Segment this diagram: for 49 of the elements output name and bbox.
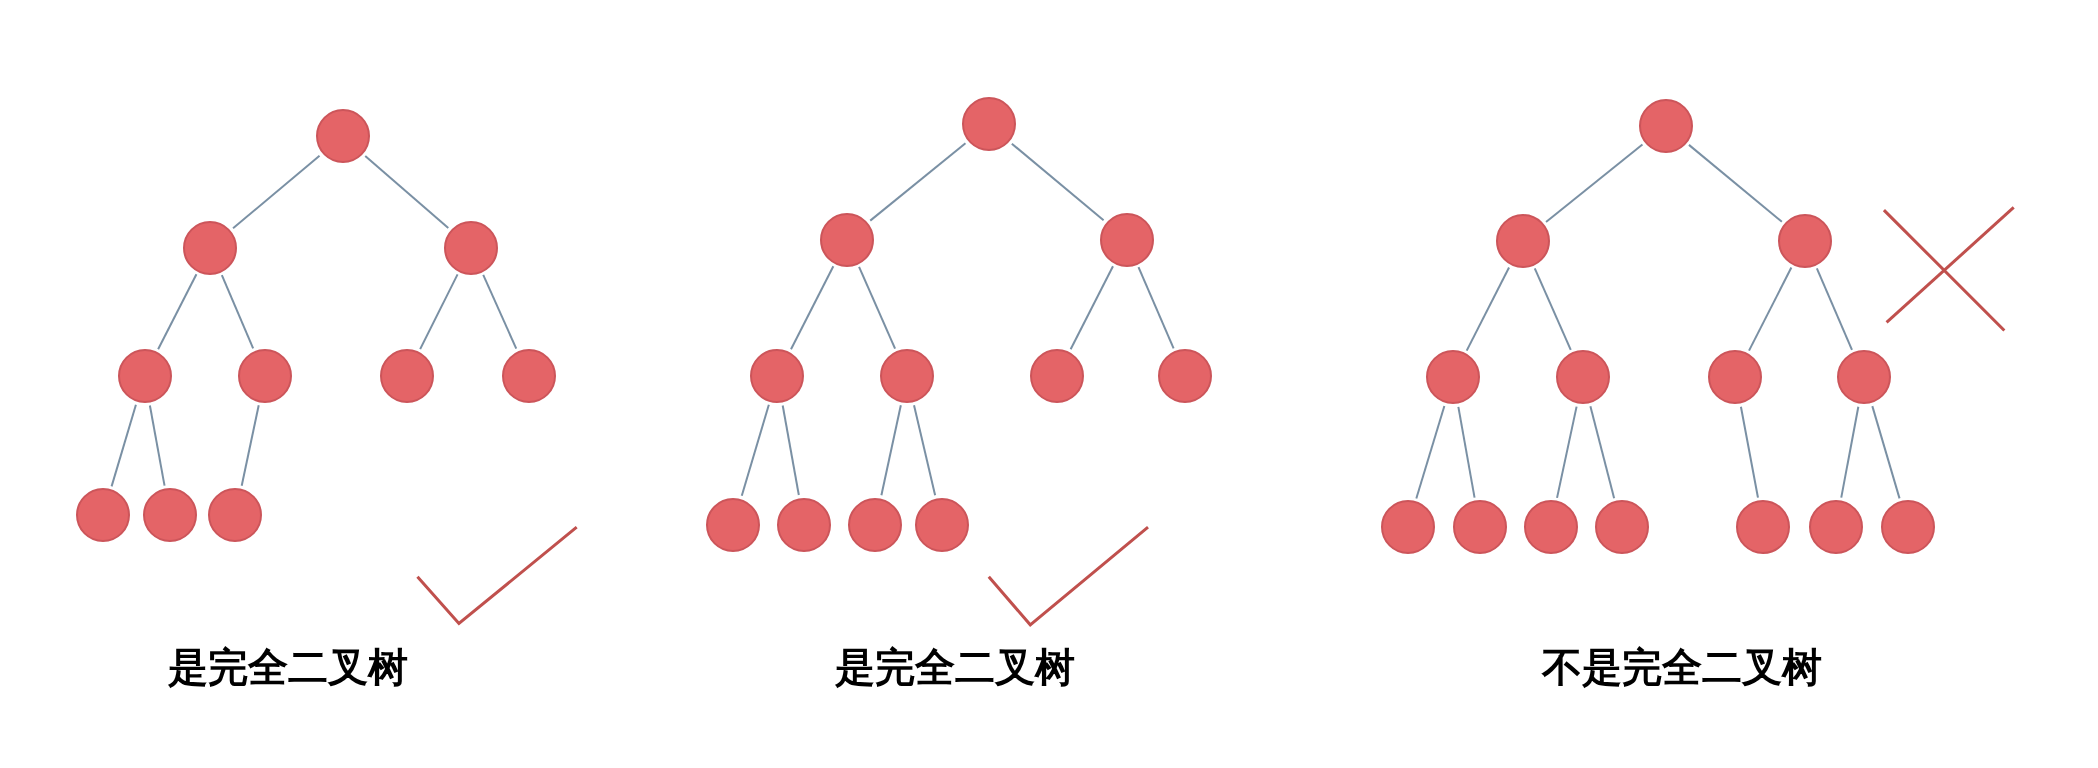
tree-edge	[232, 154, 321, 230]
tree-node	[379, 348, 434, 403]
tree-edge	[1457, 405, 1476, 499]
tree-edge	[740, 403, 770, 497]
tree-edge	[1069, 265, 1114, 351]
tree-node	[183, 220, 238, 275]
tree-edge	[1687, 143, 1783, 223]
tree-node	[1638, 98, 1693, 153]
tree-node	[1030, 348, 1084, 403]
tree-node	[1777, 213, 1832, 268]
tree-node	[501, 348, 556, 403]
caption-text: 不是完全二叉树	[1541, 642, 1822, 692]
tree-node	[76, 488, 130, 543]
tree-node	[750, 348, 805, 403]
tree-edge	[1589, 405, 1616, 500]
tree-edge	[482, 273, 518, 350]
tree-edge	[1415, 405, 1446, 500]
tree-edge	[1465, 266, 1511, 352]
tree-edge	[1815, 267, 1853, 351]
tree-node	[117, 348, 172, 403]
tree-edge	[148, 404, 166, 487]
tree-edge	[1010, 142, 1105, 222]
tree-edge	[869, 142, 967, 222]
tree-node	[1881, 500, 1935, 555]
tree-edge	[781, 404, 800, 496]
tree-edge	[913, 404, 937, 497]
tree-edge	[157, 273, 198, 351]
tree-edge	[858, 265, 897, 350]
caption-text: 是完全二叉树	[167, 642, 408, 692]
tree-edge	[240, 404, 260, 487]
tree-node	[443, 220, 498, 275]
tree-node	[961, 97, 1016, 152]
tree-edge	[1739, 405, 1759, 499]
tree-edge	[1748, 266, 1793, 352]
tree-edge	[364, 155, 450, 229]
tree-edge	[110, 403, 137, 488]
tree-edge	[1533, 267, 1572, 351]
tree-edge	[1545, 143, 1644, 224]
tree-node	[1099, 212, 1154, 267]
tree-edge	[1556, 405, 1578, 499]
tree-edge	[1840, 405, 1860, 499]
tree-edge	[419, 273, 459, 351]
tree-edge	[790, 265, 835, 351]
tree-edge	[1871, 405, 1901, 500]
tree-edge	[1137, 266, 1175, 350]
tree-node	[315, 109, 370, 164]
caption-text: 是完全二叉树	[835, 642, 1076, 692]
tree-edge	[880, 404, 902, 497]
tree-edge	[220, 274, 255, 350]
